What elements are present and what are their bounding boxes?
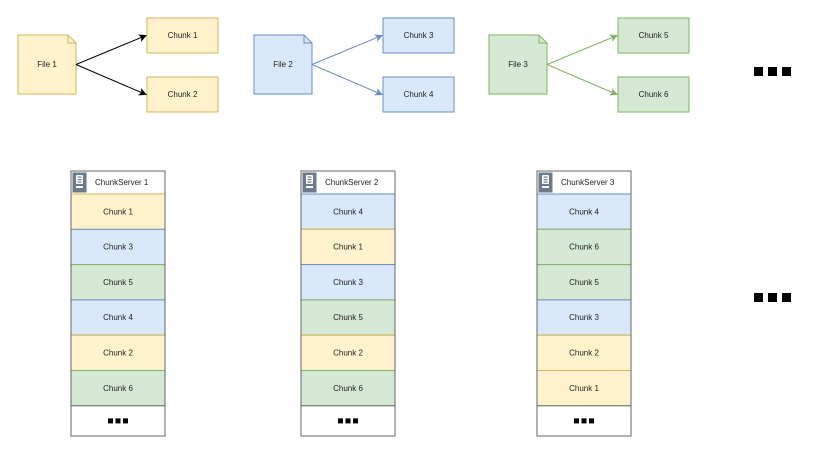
more-chunks-indicator	[338, 418, 358, 424]
file-to-chunk-arrow	[75, 64, 147, 96]
ellipsis-square	[754, 293, 763, 302]
chunkserver-column: ChunkServer 3 Chunk 4 Chunk 6 Chunk 5 Chunk …	[536, 170, 632, 437]
chunkserver-column: ChunkServer 2 Chunk 4 Chunk 1 Chunk 3 Chunk …	[300, 170, 396, 437]
ellipsis-square	[782, 293, 791, 302]
more-chunks-indicator	[108, 418, 128, 424]
chunk-slot-label: Chunk 6	[103, 384, 133, 393]
chunk-label: Chunk 3	[404, 31, 434, 40]
ellipsis-square	[338, 418, 343, 424]
chunk-slot	[300, 299, 396, 336]
chunk-box	[617, 76, 690, 113]
more-servers-indicator	[754, 293, 791, 302]
file-document-icon	[17, 34, 77, 95]
chunk-label: Chunk 1	[168, 31, 198, 40]
servers-layer: ChunkServer 1 Chunk 1 Chunk 3 Chunk 5 Chunk …	[70, 170, 632, 437]
ellipsis-square	[123, 418, 128, 424]
ellipsis-square	[782, 67, 791, 76]
file-to-chunk-arrow	[546, 64, 618, 96]
chunkserver-column: ChunkServer 1 Chunk 1 Chunk 3 Chunk 5 Chunk …	[70, 170, 166, 437]
file-label: File 3	[508, 60, 528, 69]
file-label: File 1	[37, 60, 57, 69]
chunk-slot-label: Chunk 1	[333, 243, 363, 252]
chunk-slot-label: Chunk 4	[569, 207, 599, 216]
chunk-label: Chunk 6	[639, 90, 669, 99]
chunkserver-frame	[70, 170, 166, 437]
chunkserver-frame	[536, 170, 632, 437]
chunk-slot	[70, 299, 166, 336]
file-fold-corner	[67, 35, 76, 44]
server-icon	[538, 172, 553, 193]
chunk-slot-label: Chunk 1	[569, 384, 599, 393]
chunk-slot-label: Chunk 6	[569, 243, 599, 252]
chunk-slot-label: Chunk 6	[333, 384, 363, 393]
chunk-box	[382, 17, 455, 54]
chunk-slot-label: Chunk 3	[569, 313, 599, 322]
server-icon	[72, 172, 87, 193]
ellipsis-square	[115, 418, 121, 424]
chunk-slot-label: Chunk 3	[333, 278, 363, 287]
ellipsis-square	[345, 418, 351, 424]
chunk-slot	[536, 334, 632, 372]
chunk-slot	[536, 370, 632, 407]
more-chunks-indicator	[574, 418, 594, 424]
ellipsis-square	[589, 418, 594, 424]
chunk-slot-label: Chunk 3	[103, 243, 133, 252]
ellipsis-square	[108, 418, 113, 424]
chunk-label: Chunk 4	[404, 90, 434, 99]
more-files-indicator	[754, 67, 791, 76]
chunk-box	[146, 76, 219, 113]
chunk-label: Chunk 2	[168, 90, 198, 99]
file-fold-corner	[303, 35, 312, 44]
chunk-slot-label: Chunk 4	[333, 207, 363, 216]
chunk-slot-label: Chunk 1	[103, 207, 133, 216]
server-icon	[302, 172, 317, 193]
ellipsis-square	[353, 418, 358, 424]
ellipsis-square	[581, 418, 587, 424]
chunk-slot-label: Chunk 4	[103, 313, 133, 322]
file-to-chunk-arrow	[546, 34, 618, 65]
chunk-slot-label: Chunk 5	[569, 278, 599, 287]
file-document-icon	[488, 34, 548, 95]
chunk-slot-label: Chunk 2	[333, 348, 363, 357]
chunk-box	[146, 17, 219, 54]
file-group: File 1 Chunk 1 Chunk 2	[17, 17, 219, 113]
files-layer: File 1 Chunk 1 Chunk 2 File 2 Chunk 3 Chunk 4…	[17, 17, 690, 113]
chunk-label: Chunk 5	[639, 31, 669, 40]
chunkserver-title: ChunkServer 2	[325, 178, 379, 187]
file-label: File 2	[273, 60, 293, 69]
chunk-slot	[536, 193, 632, 230]
chunk-slot	[536, 228, 632, 266]
chunkserver-title: ChunkServer 1	[95, 178, 149, 187]
ellipsis-square	[754, 67, 763, 76]
chunk-slot	[70, 228, 166, 266]
file-group: File 2 Chunk 3 Chunk 4	[253, 17, 455, 113]
file-fold-corner	[538, 35, 547, 44]
file-to-chunk-arrow	[311, 34, 383, 65]
file-group: File 3 Chunk 5 Chunk 6	[488, 17, 690, 113]
chunkserver-frame	[300, 170, 396, 437]
file-to-chunk-arrow	[75, 34, 147, 65]
chunkserver-title: ChunkServer 3	[561, 178, 615, 187]
chunk-slot-label: Chunk 2	[569, 348, 599, 357]
ellipsis-square	[768, 67, 777, 76]
chunk-slot	[300, 370, 396, 407]
chunk-slot-label: Chunk 5	[333, 313, 363, 322]
file-document-icon	[253, 34, 313, 95]
chunk-slot	[536, 264, 632, 301]
ellipsis-square	[574, 418, 579, 424]
ellipsis-square	[768, 293, 777, 302]
file-to-chunk-arrow	[311, 64, 383, 96]
chunk-box	[382, 76, 455, 113]
chunk-slot-label: Chunk 5	[103, 278, 133, 287]
chunk-slot-label: Chunk 2	[103, 348, 133, 357]
chunk-box	[617, 17, 690, 54]
